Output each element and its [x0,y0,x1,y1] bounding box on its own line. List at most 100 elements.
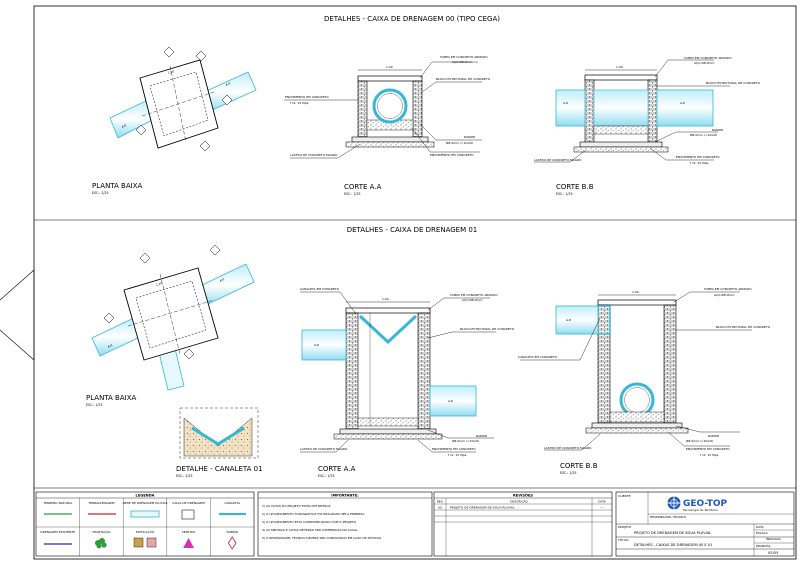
rev-col-header: REV. [437,500,444,504]
wall-right [412,80,423,138]
wall-right [417,312,431,430]
bottom-corte-bb: 1,20 A.P. TAMPA EM CONCRETO ARMADO AÇO Ø… [518,287,771,457]
pipe-label: A.P. [107,343,113,349]
enchimento-label: ENCHIMENTO EM CONCRETO [430,153,474,157]
wall-left [597,304,611,424]
pipe-label: A.P. [566,318,571,322]
view-title: DETALHE - CANALETA 01 [176,465,263,473]
radier-spec: Ø8.0mm c/ 20x20 [452,438,479,443]
canaleta-section [358,314,418,345]
legend-label: VEGETAÇÃO [92,529,111,534]
note-line: 3) O LEVANTAMENTO ESTÁ COMPATIBILIZADO C… [262,519,357,524]
drawing-title: DETALHES - CAIXAS DE DRENAGEM 00 E 01 [634,543,712,547]
box-plan [123,267,219,361]
legend-label: SENTIDO [182,530,196,534]
project-name: PROJETO DE DRENAGEM DE ÁGUA PLUVIAL [634,530,711,535]
lid [357,75,423,82]
view-scale: ESC.: 1/25 [176,474,193,478]
enchimento-fck: f ck: 15 Mpa [700,453,719,457]
legend-label: REDE DE DRENAGEM PLUVIAL [123,501,168,505]
wall-right [663,304,677,424]
note-line: 5) O RESPONSÁVEL TÉCNICO DEVERÁ SER CONS… [262,535,381,540]
lid-label: TAMPA EM CONCRETO ARMADO [683,56,732,60]
legend-swatch [181,509,195,520]
lastro-label: LASTRO DE CONCRETO MAGRO [534,158,582,162]
view-title: CORTE B.B [560,462,598,470]
dim-label: 1,20 [382,297,389,301]
radier [591,422,683,429]
radier-label: RADIER [476,434,487,438]
fill-label: ENCHIMENTO EM CONCRETO [285,95,329,99]
wall-left [357,80,368,138]
lastro [345,141,435,148]
steel-label: AÇO Ø8.0mm [452,59,472,64]
block-label: BLOCO ESTRUTURAL DE CONCRETO [716,325,771,329]
rev-cell: 00 [438,506,442,510]
view-scale: ESC.: 1/25 [560,471,577,475]
fold-mark [0,269,35,361]
notes-title: IMPORTANTE: [331,494,359,498]
pipe-through [593,89,649,127]
pipe-in [555,305,599,335]
view-title: CORTE A.A [318,465,356,473]
lastro-label: LASTRO DE CONCRETO MAGRO [300,447,348,451]
steel-label: AÇO Ø8.0mm [714,292,734,297]
canaleta-detail [179,407,259,459]
view-scale: ESC.: 1/25 [556,192,573,196]
canaleta-section [598,305,611,335]
fill [357,417,419,427]
canaleta-section [191,426,245,446]
enchimento-label: ENCHIMENTO EM CONCRETO [686,447,730,451]
dim-label: 1,00 [616,65,623,69]
enchimento-label: ENCHIMENTO EM CONCRETO [676,155,720,159]
block-label: BLOCO ESTRUTURAL DE CONCRETO [460,327,515,331]
top-corte-bb: 1,00 A.P. A.P. TAMPA EM CONCRETO ARMADO … [534,56,761,165]
revisions-panel: REVISÕES REV. DESCRIÇÃO DATA 00 PROJETO … [433,491,613,557]
note-line: 4) AS MEDIDAS E COTAS DEVERÃO SER CONFER… [262,527,358,532]
radier-label: RADIER [712,128,723,132]
legend-label: CANALETA [224,501,241,505]
sheet-label: PRANCHA [756,544,771,548]
project-label: PROJETO [618,525,632,529]
lid [345,307,431,314]
revisions-title: REVISÕES [513,493,533,498]
lid-label: TAMPA EM CONCRETO ARMADO [439,55,488,59]
radier-spec: Ø8.0mm c/ 20x20 [686,438,713,443]
pipe-label: A.P. [314,343,319,347]
view-scale: ESC.: 1/25 [86,403,103,407]
scale-label: ESCALA [756,531,769,535]
section-title-bottom: DETALHES - CAIXA DE DRENAGEM 01 [347,226,478,234]
top-corte-aa: 1,00 TAMPA EM CONCRETO ARMADO AÇO Ø8.0mm… [284,55,491,159]
pipe-in [301,329,347,361]
lastro-label: LASTRO DE CONCRETO MAGRO [544,446,592,450]
view-title: PLANTA BAIXA [86,394,137,402]
legend-label: EDIFICAÇÃO [136,529,155,534]
steel-label: AÇO Ø8.0mm [462,297,482,302]
pipe-section [372,88,408,124]
view-title: PLANTA BAIXA [92,182,143,190]
dim-label: 1,20 [632,290,639,294]
enchimento-fck: f ck: 15 Mpa [690,161,709,165]
legend-label: TAMPÃO [225,529,239,534]
scale-value: INDICADA [766,537,782,541]
date-cell: --- [600,506,603,510]
lastro [585,427,689,434]
radier [339,428,437,435]
section-title-top: DETALHES - CAIXA DE DRENAGEM 00 (TIPO CE… [324,15,500,23]
canaleta-label: CANALETA EM CONCRETO [300,287,340,291]
pipe-section [619,382,655,418]
manhole-icon [227,536,237,550]
radier [351,136,429,143]
pipe-in [555,89,586,127]
pipe-label: A.P. [121,123,127,129]
direction-icon [183,538,194,548]
block-label: BLOCO ESTRUTURAL DE CONCRETO [436,77,491,81]
lid-label: TAMPA EM CONCRETO ARMADO [449,293,498,297]
company-subtitle: Tecnologia do Território [682,508,718,512]
legend-label: CAIXA DE DRENAGEM [172,501,205,505]
view-title: CORTE A.A [344,183,382,191]
enchimento-fck: f ck: 15 Mpa [448,453,467,457]
steel-label: AÇO Ø8.0mm [694,60,714,65]
radier-spec: Ø8.0mm c/ 20x20 [690,132,717,137]
dim-label: 1,00 [167,69,175,75]
